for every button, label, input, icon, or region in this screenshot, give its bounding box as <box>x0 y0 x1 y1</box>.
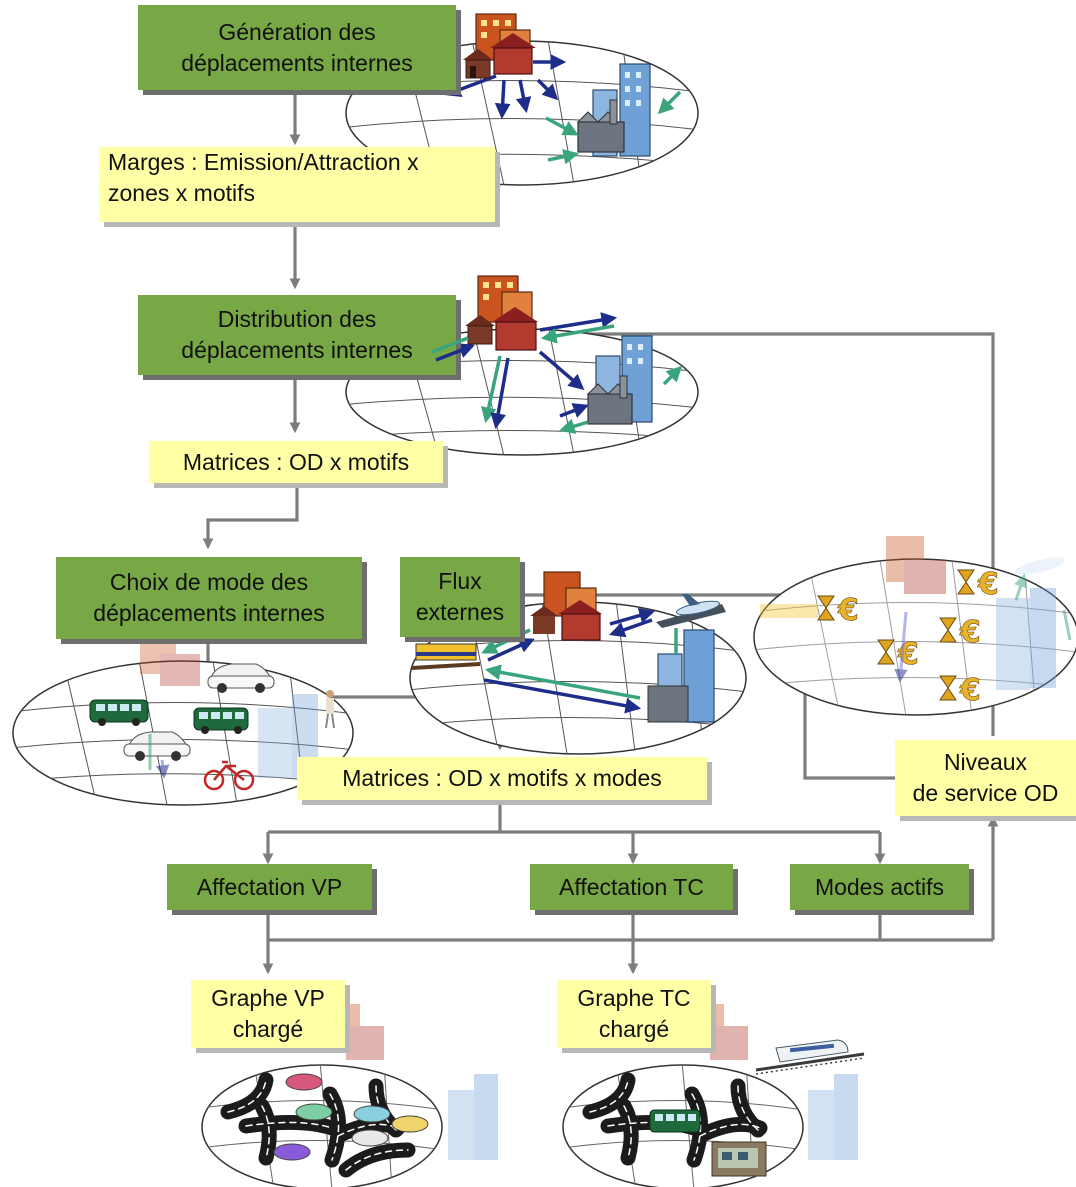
bus-icon <box>193 707 249 734</box>
svg-text:€: € <box>837 593 859 628</box>
niveaux-line-1: Niveaux <box>943 749 1028 775</box>
tc-network-map <box>562 1004 865 1187</box>
service-levels-map: €€€€€ <box>753 536 1076 716</box>
graphe-vp-line-1: Graphe VP <box>211 985 325 1011</box>
affectation-tc-label: Affectation TC <box>559 873 704 900</box>
hourglass-icon <box>817 569 975 701</box>
affectation-vp-step: Affectation VP <box>167 864 372 910</box>
affectation-tc-step: Affectation TC <box>530 864 733 910</box>
matrices-modes-output: Matrices : OD x motifs x modes <box>297 757 707 800</box>
mode-choice-map <box>12 632 354 806</box>
choix-mode-step: Choix de mode des déplacements internes <box>56 557 362 639</box>
flux-externes-line-2: externes <box>415 599 505 625</box>
marges-output: Marges : Emission/Attraction x zones x m… <box>99 147 495 222</box>
generation-step: Génération des déplacements internes <box>138 5 456 90</box>
bicycle-icon <box>203 760 255 791</box>
marges-line-1: Marges : Emission/Attraction x <box>108 149 419 175</box>
car-icon <box>123 731 191 761</box>
bus-icon <box>89 699 149 726</box>
car-icon <box>207 663 275 693</box>
flow-arrows-icon <box>445 54 682 165</box>
flux-externes-step: Flux externes <box>400 557 520 637</box>
faded-city-icon <box>760 536 1066 690</box>
marges-line-2: zones x motifs <box>108 180 255 206</box>
graphe-tc-line-1: Graphe TC <box>577 985 691 1011</box>
choix-mode-line-2: déplacements internes <box>93 600 325 626</box>
road-icon <box>220 1072 416 1178</box>
choix-mode-line-1: Choix de mode des <box>109 569 309 595</box>
connector-split-bus <box>268 800 880 834</box>
houses-icon <box>530 571 602 641</box>
generation-line-1: Génération des <box>218 18 376 45</box>
flux-externes-line-1: Flux <box>438 568 482 594</box>
graphe-vp-line-2: chargé <box>232 1016 304 1042</box>
distribution-step: Distribution des déplacements internes <box>138 295 456 375</box>
graphe-tc-output: Graphe TC chargé <box>557 980 711 1048</box>
office-towers-icon <box>647 629 715 723</box>
car-icon <box>273 1073 429 1161</box>
distribution-line-2: déplacements internes <box>181 337 413 363</box>
factory-icon <box>576 99 625 153</box>
train-icon <box>755 1039 865 1075</box>
factory-icon <box>586 375 633 425</box>
modes-actifs-step: Modes actifs <box>790 864 969 910</box>
plane-icon <box>656 594 726 628</box>
distribution-line-1: Distribution des <box>217 306 377 332</box>
svg-text:€: € <box>959 615 981 650</box>
flow-arrows-icon <box>481 607 678 714</box>
svg-text:€: € <box>959 673 981 708</box>
matrices-od-output: Matrices : OD x motifs <box>149 441 443 483</box>
metro-icon <box>711 1141 767 1177</box>
connector-matrices-to-choix <box>202 482 299 550</box>
vp-network-map <box>201 1004 498 1187</box>
bus-icon <box>649 1109 701 1133</box>
niveaux-service-output: Niveaux de service OD <box>895 740 1076 816</box>
external-flows-map <box>409 571 747 755</box>
flow-arrows-icon <box>429 312 683 434</box>
matrices-modes-label: Matrices : OD x motifs x modes <box>342 765 662 791</box>
houses-icon <box>465 275 538 351</box>
niveaux-line-2: de service OD <box>912 780 1059 806</box>
graphe-vp-output: Graphe VP chargé <box>191 980 345 1048</box>
graphe-tc-line-2: chargé <box>598 1016 670 1042</box>
pedestrian-icon <box>325 690 335 729</box>
modes-actifs-label: Modes actifs <box>814 873 945 900</box>
euro-icon: €€€€€ <box>837 567 999 709</box>
generation-line-2: déplacements internes <box>181 49 413 76</box>
faded-city-icon <box>326 1004 498 1160</box>
matrices-od-label: Matrices : OD x motifs <box>182 448 410 475</box>
train-icon <box>411 643 481 670</box>
svg-text:€: € <box>977 567 999 602</box>
affectation-vp-label: Affectation VP <box>196 873 343 900</box>
